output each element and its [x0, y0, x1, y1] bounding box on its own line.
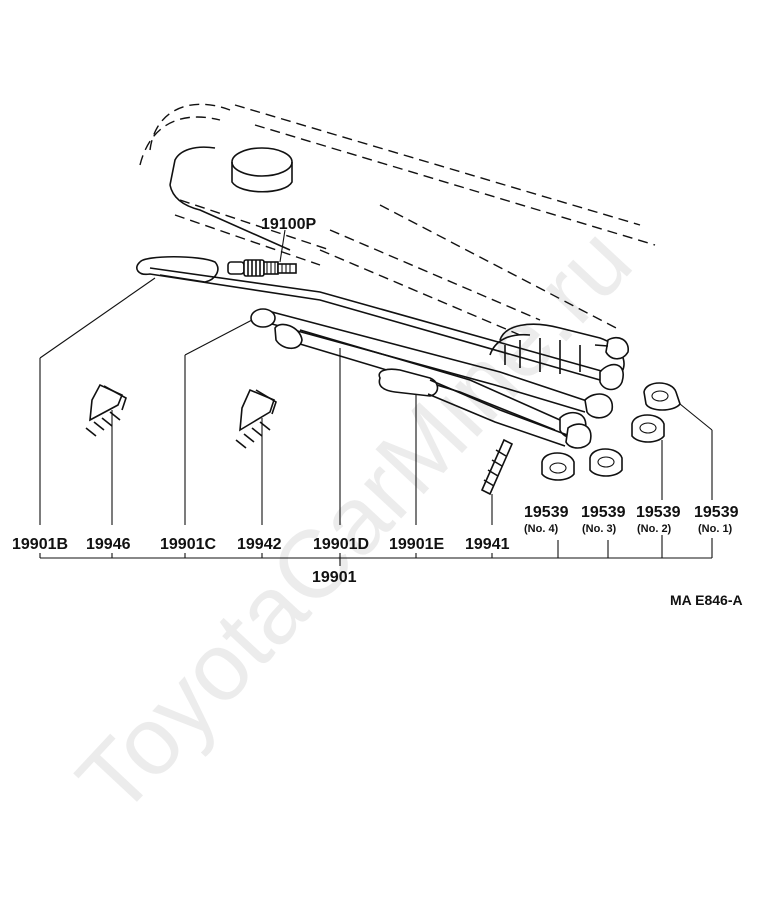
clamp-19942 — [235, 388, 277, 449]
holder-no4 — [541, 452, 575, 481]
label-19901e: 19901E — [389, 536, 444, 553]
label-19941: 19941 — [465, 536, 510, 553]
label-19901d: 19901D — [313, 536, 369, 553]
spark-plug — [227, 259, 297, 277]
label-19539-no1: 19539 — [694, 504, 739, 521]
holder-no3 — [589, 448, 623, 477]
label-19901: 19901 — [312, 569, 357, 586]
label-19946: 19946 — [86, 536, 131, 553]
leader-lines — [39, 277, 713, 566]
label-19942: 19942 — [237, 536, 282, 553]
label-19901b: 19901B — [12, 536, 68, 553]
reference-code: MA E846-A — [670, 592, 743, 608]
wire-19901b — [136, 256, 624, 391]
label-19539-no3: 19539 — [581, 504, 626, 521]
engine-outline — [139, 103, 656, 374]
label-19100p: 19100P — [261, 216, 316, 233]
label-no4: (No. 4) — [524, 523, 559, 535]
clamp-19946 — [85, 383, 127, 437]
label-no1: (No. 1) — [698, 523, 733, 535]
label-no2: (No. 2) — [637, 523, 672, 535]
clamp-19941 — [480, 438, 514, 496]
label-19539-no2: 19539 — [636, 504, 681, 521]
holder-no2 — [631, 414, 665, 443]
holder-no1 — [643, 382, 681, 411]
label-no3: (No. 3) — [582, 523, 617, 535]
label-19539-no4: 19539 — [524, 504, 569, 521]
label-19901c: 19901C — [160, 536, 216, 553]
wire-19901e — [378, 368, 592, 449]
